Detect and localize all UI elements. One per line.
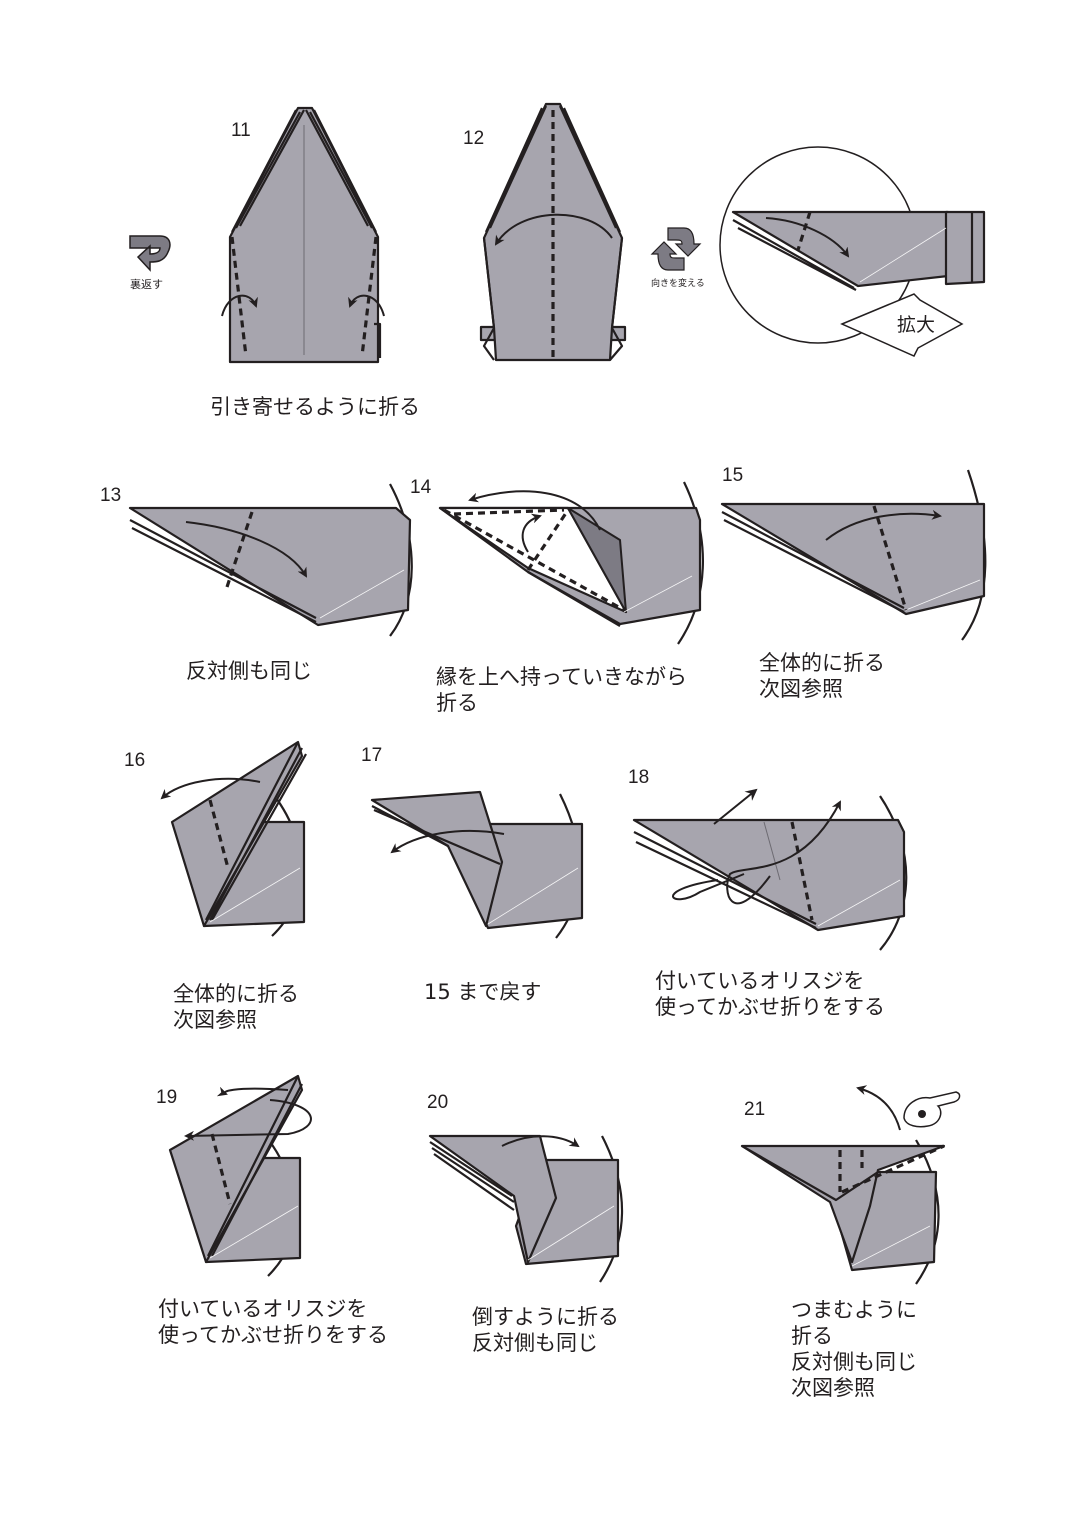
turn-over-label: 裏返す bbox=[130, 278, 163, 291]
step-14-figure bbox=[438, 481, 704, 645]
step-15-figure bbox=[720, 469, 987, 641]
turn-over-icon bbox=[129, 235, 171, 272]
step-14-text-1: 縁を上へ持っていきながら bbox=[436, 665, 687, 689]
step-17-figure bbox=[370, 790, 584, 939]
step-15-text-2: 次図参照 bbox=[759, 677, 843, 701]
step-12-figure bbox=[479, 102, 627, 362]
step-20-figure bbox=[428, 1134, 624, 1283]
rotate-icon bbox=[650, 227, 702, 271]
caption-row1: 引き寄せるように折る bbox=[210, 395, 420, 419]
step-16-text-1: 全体的に折る bbox=[173, 982, 299, 1006]
step-13-figure bbox=[128, 483, 413, 637]
step-number-13: 13 bbox=[100, 485, 122, 506]
step-20-text-1: 倒すように折る bbox=[472, 1305, 619, 1329]
step-21-text-3: 反対側も同じ bbox=[791, 1350, 917, 1374]
step-number-12: 12 bbox=[463, 128, 485, 149]
step-21-text-4: 次図参照 bbox=[791, 1376, 875, 1400]
step-number-11: 11 bbox=[231, 120, 251, 141]
step-19-figure bbox=[168, 1074, 312, 1277]
step-21-text-1: つまむように bbox=[791, 1298, 917, 1322]
enlarge-arrow-icon bbox=[840, 293, 964, 357]
step-21-figure bbox=[740, 1085, 946, 1285]
step-18-text-1: 付いているオリスジを bbox=[655, 969, 865, 993]
step-13-text: 反対側も同じ bbox=[186, 659, 312, 683]
step-number-15: 15 bbox=[722, 465, 744, 486]
step-16-figure bbox=[160, 740, 307, 937]
step-number-20: 20 bbox=[427, 1092, 449, 1113]
step-number-19: 19 bbox=[156, 1087, 178, 1108]
step-number-21: 21 bbox=[744, 1099, 766, 1120]
step-14-text-2: 折る bbox=[436, 691, 478, 715]
step-number-18: 18 bbox=[628, 767, 650, 788]
pinch-hand-icon bbox=[903, 1091, 961, 1128]
step-20-text-2: 反対側も同じ bbox=[472, 1331, 598, 1355]
step-11-figure bbox=[221, 106, 385, 364]
step-18-figure bbox=[632, 788, 908, 951]
step-18-text-2: 使ってかぶせ折りをする bbox=[655, 995, 885, 1019]
step-19-text-1: 付いているオリスジを bbox=[158, 1297, 368, 1321]
step-16-text-2: 次図参照 bbox=[173, 1008, 257, 1032]
enlarge-detail bbox=[719, 146, 986, 344]
step-17-text: 15 まで戻す bbox=[424, 980, 542, 1004]
step-number-14: 14 bbox=[410, 477, 432, 498]
step-21-text-2: 折る bbox=[791, 1324, 833, 1348]
step-19-text-2: 使ってかぶせ折りをする bbox=[158, 1323, 388, 1347]
step-number-17: 17 bbox=[361, 745, 383, 766]
step-15-text-1: 全体的に折る bbox=[759, 651, 885, 675]
rotate-label: 向きを変える bbox=[651, 279, 705, 289]
step-number-16: 16 bbox=[124, 750, 146, 771]
enlarge-label: 拡大 bbox=[897, 314, 936, 336]
